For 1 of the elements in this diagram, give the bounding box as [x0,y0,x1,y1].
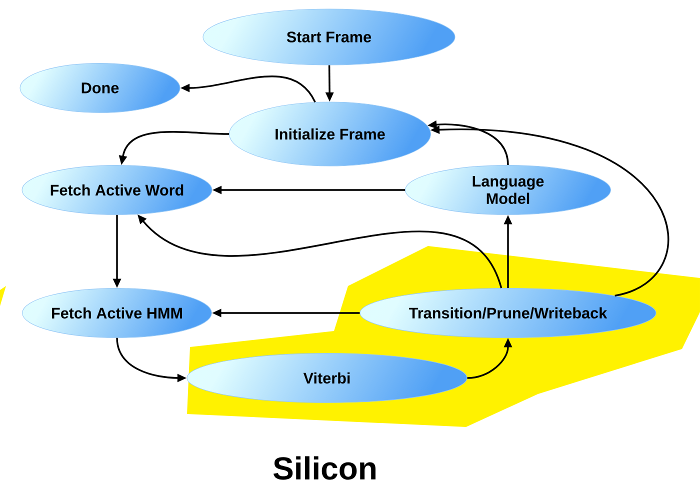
node-label: Silicon [273,456,376,480]
